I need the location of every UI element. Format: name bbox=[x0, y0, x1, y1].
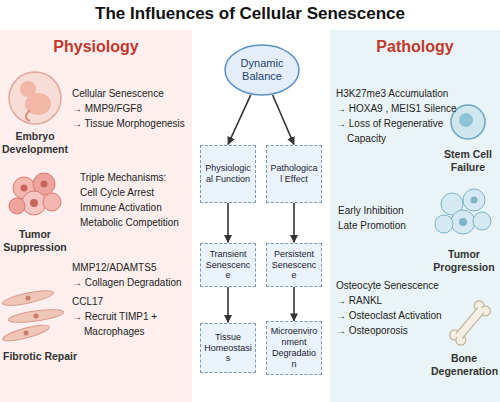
bone-icon bbox=[448, 299, 493, 347]
embryo-icon bbox=[9, 72, 61, 124]
icon-caption: Embryo Development bbox=[2, 130, 68, 156]
icon-caption: Tumor Progression bbox=[431, 248, 497, 274]
flow-arrow bbox=[227, 287, 229, 323]
annotation-text: Cell Cycle Arrest bbox=[80, 187, 154, 200]
physiology-panel-fill bbox=[0, 30, 192, 402]
dashed-process-box: Microenvironment Degradation bbox=[266, 321, 322, 374]
icon-caption: Bone Degeneration bbox=[431, 352, 497, 378]
annotation-text: → HOXA9 , MEIS1 Silence bbox=[336, 103, 457, 116]
flow-arrow bbox=[293, 287, 295, 321]
ellipse-node: Dynamic Balance bbox=[224, 44, 300, 96]
dashed-process-box: Pathological Effect bbox=[266, 145, 322, 203]
tumor-progression-icon bbox=[435, 189, 491, 234]
annotation-text: → Loss of Regenerative bbox=[336, 118, 443, 131]
flow-arrow bbox=[228, 95, 251, 145]
flow-arrow bbox=[273, 95, 294, 145]
section-panel: Physiology bbox=[0, 30, 192, 402]
fibroblast-icon bbox=[2, 288, 65, 344]
annotation-text: H3K27me3 Accumulation bbox=[336, 88, 448, 101]
annotation-text: Triple Mechanisms: bbox=[80, 172, 166, 185]
flow-arrow bbox=[293, 203, 295, 243]
panel-heading: Physiology bbox=[0, 30, 192, 56]
annotation-text: → Osteoporosis bbox=[336, 325, 408, 338]
panel-heading: Pathology bbox=[330, 30, 500, 56]
annotation-text: → Tissue Morphogenesis bbox=[72, 118, 185, 131]
annotation-text: Early Inhibition bbox=[338, 205, 404, 218]
pathology-panel-fill bbox=[330, 30, 500, 402]
annotation-text: → Collagen Degradation bbox=[72, 277, 182, 290]
annotation-text: Metabolic Competition bbox=[80, 217, 179, 230]
annotation-text: Late Promotion bbox=[338, 220, 406, 233]
dashed-process-box: Persistent Senescence bbox=[266, 243, 322, 287]
annotation-text: Osteocyte Senescence bbox=[336, 280, 439, 293]
flow-arrow bbox=[227, 203, 229, 243]
annotation-text: → Recruit TIMP1 + bbox=[72, 311, 157, 324]
dashed-process-box: Transient Senescence bbox=[200, 243, 256, 287]
annotation-text: → Osteoclast Activation bbox=[336, 310, 442, 323]
dashed-process-box: Tissue Homeostasis bbox=[200, 323, 256, 373]
diagram-title: The Influences of Cellular Senescence bbox=[0, 4, 500, 24]
node-text: Physiological Function bbox=[204, 163, 252, 185]
icon-caption: Tumor Suppression bbox=[2, 228, 68, 254]
node-text: Tissue Homeostasis bbox=[204, 332, 252, 364]
annotation-text: → RANKL bbox=[336, 295, 382, 308]
tumor-icon bbox=[9, 173, 61, 215]
icon-caption: Fibrotic Repair bbox=[3, 350, 77, 363]
annotation-text: Immune Activation bbox=[80, 202, 162, 215]
node-text: Persistent Senescence bbox=[270, 249, 318, 281]
annotation-text: → MMP9/FGF8 bbox=[72, 103, 142, 116]
annotation-text: CCL17 bbox=[72, 296, 103, 309]
icon-caption: Stem Cell Failure bbox=[438, 148, 498, 174]
node-text: Dynamic Balance bbox=[224, 57, 300, 83]
node-text: Pathological Effect bbox=[270, 163, 318, 185]
annotation-text: Cellular Senescence bbox=[72, 88, 164, 101]
annotation-text: MMP12/ADAMTS5 bbox=[72, 262, 156, 275]
node-text: Microenvironment Degradation bbox=[270, 326, 318, 369]
annotation-text: Macrophages bbox=[84, 326, 145, 339]
annotation-text: Capacity bbox=[347, 133, 386, 146]
node-text: Transient Senescence bbox=[204, 249, 252, 281]
dashed-process-box: Physiological Function bbox=[200, 145, 256, 203]
